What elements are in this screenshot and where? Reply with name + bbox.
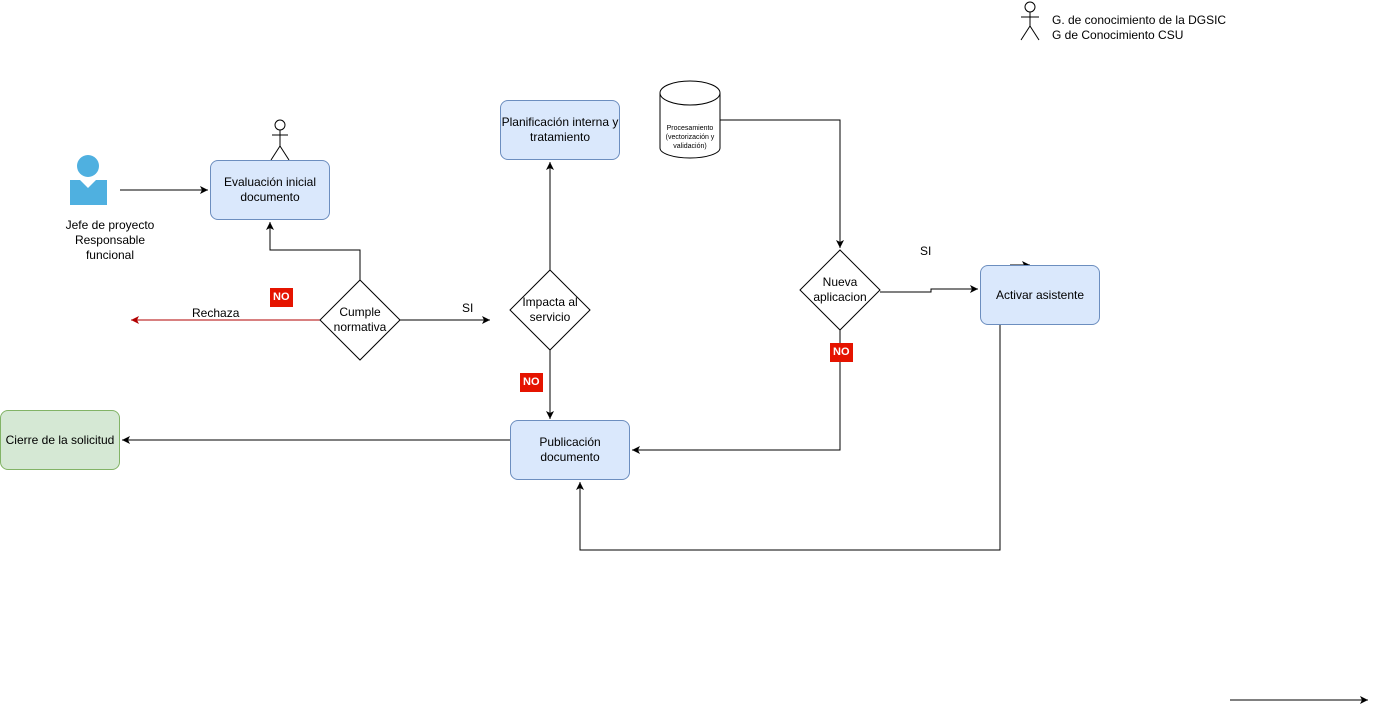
node-cierre-label: Cierre de la solicitud: [5, 432, 115, 447]
node-planificacion[interactable]: Planificación interna y tratamiento: [500, 100, 620, 160]
edge-nueva-to-publicacion: [632, 330, 841, 454]
legend-line2: G de Conocimiento CSU: [1052, 28, 1184, 42]
edge-label-si-cumple: SI: [462, 301, 474, 315]
edge-label-si-nueva: SI: [920, 244, 932, 258]
actor-label: Jefe de proyecto Responsable funcional: [50, 218, 170, 263]
legend-stick-figure-icon: [1020, 1, 1040, 41]
diamond-impacta-servicio[interactable]: [509, 269, 591, 351]
node-publicacion-label: Publicación documento: [539, 435, 601, 464]
stick-figure-icon: [270, 119, 290, 161]
diamond-impacta-label: Impacta al servicio: [522, 295, 578, 324]
user-icon: [70, 155, 107, 205]
diamond-cumple-normativa[interactable]: [319, 279, 401, 361]
node-activar-label: Activar asistente: [995, 287, 1085, 302]
edge-label-rechaza: Rechaza: [192, 306, 240, 320]
edge-procesamiento-to-nueva: [720, 119, 844, 248]
legend-text: G. de conocimiento de la DGSIC G de Cono…: [1052, 13, 1226, 43]
badge-no-impacta: NO: [520, 373, 543, 392]
diamond-nueva-aplicacion[interactable]: [799, 249, 881, 331]
badge-no-nueva: NO: [830, 343, 853, 362]
database-icon[interactable]: [659, 80, 721, 159]
badge-no-cumple: NO: [270, 288, 293, 307]
node-publicacion[interactable]: Publicación documento: [510, 420, 630, 480]
actor-label-line2: Responsable funcional: [74, 233, 146, 262]
diamond-nueva-label: Nueva aplicacion: [813, 275, 867, 304]
node-evaluacion-label: Evaluación inicial documento: [223, 175, 317, 204]
node-activar-asistente[interactable]: Activar asistente: [980, 265, 1100, 325]
database-label: Procesamiento (vectorización y validació…: [665, 125, 715, 150]
legend-line1: G. de conocimiento de la DGSIC: [1052, 13, 1227, 27]
diamond-cumple-label: Cumple normativa: [333, 305, 387, 334]
node-planificacion-label: Planificación interna y tratamiento: [501, 115, 619, 144]
edge-activar-to-publicacion: [576, 325, 1001, 551]
node-evaluacion-inicial[interactable]: Evaluación inicial documento: [210, 160, 330, 220]
actor-label-line1: Jefe de proyecto: [65, 218, 155, 232]
edge-cumple-to-evaluacion: [266, 222, 361, 280]
edge-nueva-to-activar: [880, 285, 978, 293]
node-cierre-solicitud[interactable]: Cierre de la solicitud: [0, 410, 120, 470]
